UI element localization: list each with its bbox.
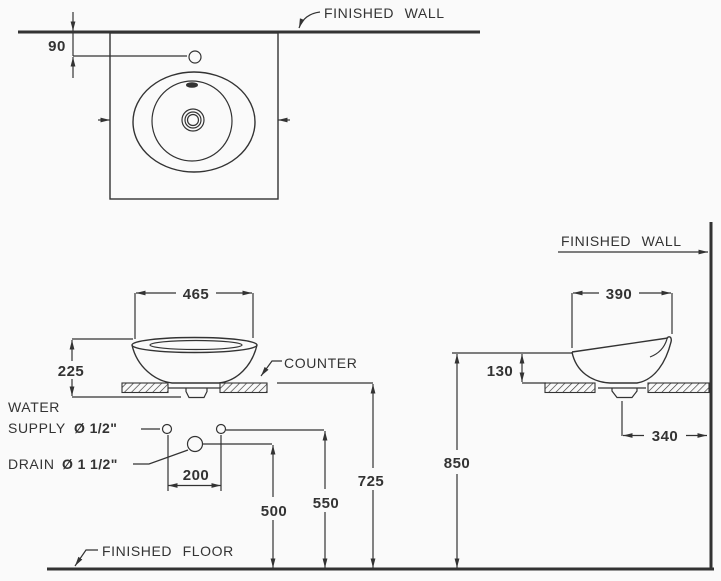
- finished-wall-label-top: FINISHED WALL: [324, 5, 445, 21]
- side-basin: [571, 336, 672, 384]
- dim-725-label: 725: [358, 473, 385, 490]
- side-drain-body: [611, 388, 638, 399]
- side-basin-rim-line: [571, 337, 669, 353]
- front-basin-rim-outer: [131, 336, 258, 354]
- dim-465-label: 465: [183, 286, 210, 303]
- dim-200-label: 200: [183, 467, 210, 484]
- side-basin-lip: [649, 338, 668, 358]
- plan-basin-rim: [132, 71, 256, 173]
- supply-drain-roughin: WATER SUPPLY Ø 1/2" DRAIN Ø 1 1/2": [8, 399, 324, 472]
- dim-130-label: 130: [487, 363, 514, 380]
- plan-basin-inner: [151, 80, 233, 162]
- dim-faucet-offset: 90: [48, 12, 187, 78]
- dim-225-label: 225: [58, 363, 85, 380]
- counter-leader: [260, 360, 282, 377]
- front-basin-rim-inner: [149, 339, 243, 351]
- plan-drain: [181, 108, 205, 132]
- plan-drain-inner: [186, 113, 200, 127]
- floor: FINISHED FLOOR: [47, 543, 714, 571]
- water-supply-hole-left: [161, 423, 173, 435]
- faucet-hole: [188, 50, 202, 64]
- dim-depth-390: 390: [571, 286, 673, 348]
- dim-drain-to-wall-340: 340: [623, 428, 707, 445]
- dim-hole-spacing-200: 200: [167, 435, 222, 491]
- front-drain-body: [185, 388, 208, 399]
- water-supply-hole-right: [215, 423, 227, 435]
- dim-rim-height-850: 850: [444, 354, 471, 568]
- plan-drain-mid: [184, 111, 202, 129]
- side-basin-bowl: [571, 336, 672, 384]
- water-supply-size: Ø 1/2": [74, 420, 117, 436]
- water-supply-label-line1: WATER: [8, 399, 60, 415]
- overflow-hole: [186, 82, 198, 88]
- plan-view: FINISHED WALL 90: [18, 5, 480, 200]
- dim-width-465: 465: [134, 286, 254, 339]
- plan-drain-outer: [181, 108, 205, 132]
- front-basin: [131, 336, 258, 384]
- drain-leader: [133, 449, 189, 465]
- finished-wall-label-side: FINISHED WALL: [561, 233, 682, 249]
- finished-floor-leader: [74, 549, 98, 567]
- drain-label: DRAIN: [8, 456, 55, 472]
- dim-550-label: 550: [313, 495, 340, 512]
- water-supply-label-line2: SUPPLY: [8, 420, 66, 436]
- finished-floor-label: FINISHED FLOOR: [102, 543, 234, 559]
- counter-label: COUNTER: [284, 355, 357, 371]
- finished-wall-leader: [298, 11, 321, 29]
- dim-850-label: 850: [444, 455, 471, 472]
- dim-supply-height-550: 550: [313, 431, 340, 568]
- dim-counter-height-725: 725: [277, 382, 385, 568]
- side-elevation: FINISHED WALL 390 340: [444, 222, 713, 570]
- dim-rim-above-counter-130: 130: [487, 354, 546, 384]
- counter-hatch-side-left: [544, 382, 596, 394]
- front-basin-bowl: [131, 344, 258, 384]
- counter-hatch-front-left: [121, 382, 169, 394]
- drain-hole: [186, 435, 204, 453]
- plan-counter-outline: [109, 32, 279, 200]
- front-elevation: 465 225 COUNTER WATER SUPPLY Ø 1/2": [8, 286, 384, 568]
- dim-500-label: 500: [261, 503, 288, 520]
- dim-drain-height-500: 500: [261, 445, 288, 568]
- dim-height-225: 225: [58, 338, 181, 398]
- dim-90-label: 90: [48, 38, 66, 55]
- dim-340-label: 340: [652, 428, 679, 445]
- drain-size: Ø 1 1/2": [62, 456, 118, 472]
- counter-hatch-side-right: [647, 382, 710, 394]
- counter-hatch-front-right: [219, 382, 268, 394]
- dim-390-label: 390: [606, 286, 633, 303]
